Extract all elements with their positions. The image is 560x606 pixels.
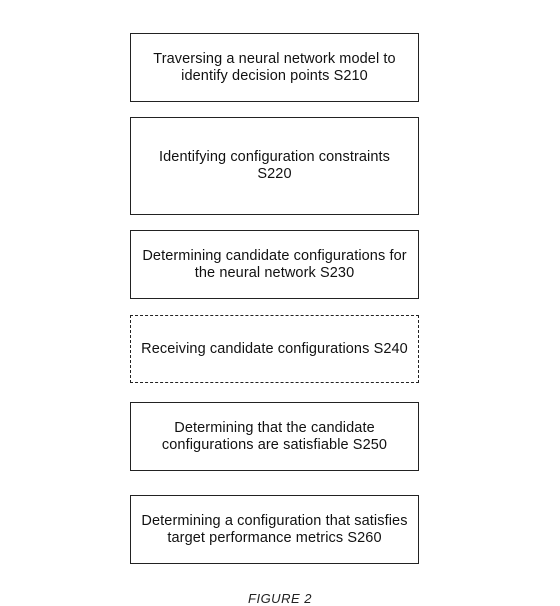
step-label-s220: Identifying configuration constraints S2… [159, 149, 390, 182]
step-label-s260: Determining a configuration that satisfi… [141, 512, 408, 546]
step-label-s210: Traversing a neural network model to ide… [153, 50, 396, 84]
step-box-s220: Identifying configuration constraints S2… [130, 117, 419, 215]
step-box-s250: Determining that the candidate configura… [130, 402, 419, 471]
step-label-s250: Determining that the candidate configura… [161, 419, 388, 453]
step-box-s260: Determining a configuration that satisfi… [130, 495, 419, 564]
step-label-s240: Receiving candidate configurations S240 [141, 340, 408, 357]
step-box-s240-optional: Receiving candidate configurations S240 [130, 315, 419, 383]
figure-caption: FIGURE 2 [248, 591, 312, 606]
step-label-s230: Determining candidate configurations for… [142, 247, 407, 281]
step-box-s210: Traversing a neural network model to ide… [130, 33, 419, 102]
step-box-s230: Determining candidate configurations for… [130, 230, 419, 299]
